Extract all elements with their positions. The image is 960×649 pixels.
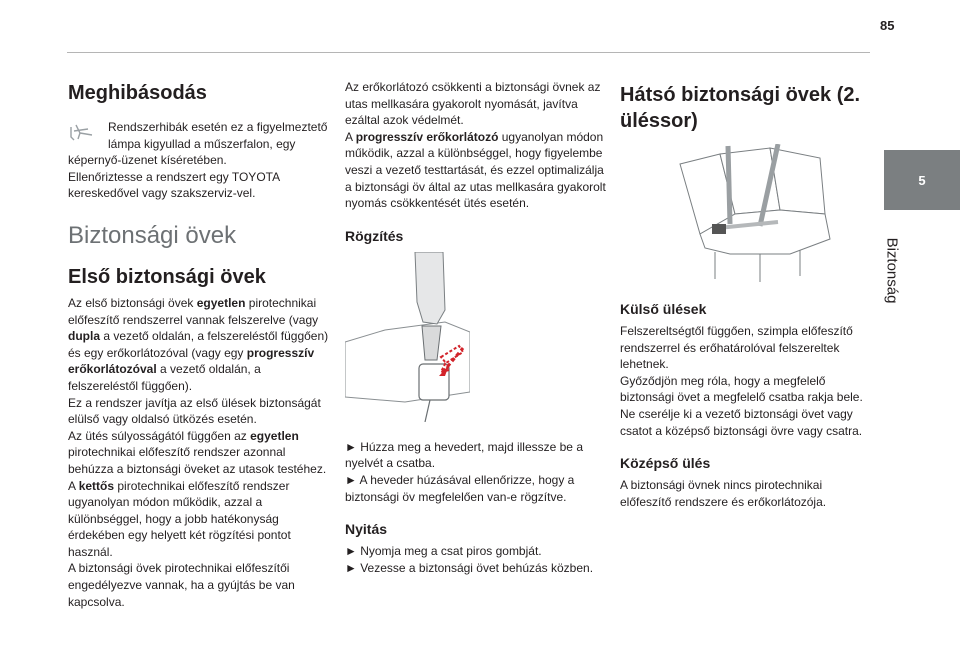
outer-seats-heading: Külső ülések [620, 301, 707, 317]
limiter-p1: Az erőkorlátozó csökkenti a biztonsági ö… [345, 80, 601, 128]
malfunction-heading: Meghibásodás [68, 82, 207, 104]
outer-seats-p2: Győződjön meg róla, hogy a megfelelő biz… [620, 373, 863, 405]
center-seat-heading: Középső ülés [620, 455, 711, 472]
fasten-step-2: ► A heveder húzásával ellenőrizze, hogy … [345, 472, 575, 504]
fasten-step-1: ► Húzza meg a hevedert, majd illessze be… [345, 439, 583, 471]
column-middle: Az erőkorlátozó csökkenti a biztonsági ö… [344, 79, 607, 576]
front-belts-p4: A kettős pirotechnikai előfeszítő rendsz… [68, 478, 291, 559]
buckle-illustration [344, 251, 471, 422]
fastening-heading: Rögzítés [345, 227, 404, 244]
opening-heading: Nyitás [345, 521, 388, 538]
warning-lamp-icon [70, 124, 93, 141]
front-belts-p3: Az ütés súlyosságától függően az egyetle… [68, 428, 327, 476]
section-heading: Biztonsági övek [68, 221, 237, 249]
front-belts-p1: Az első biztonsági övek egyetlen pirotec… [68, 295, 329, 393]
front-belts-heading: Első biztonsági övek [68, 265, 266, 288]
front-belts-p2: Ez a rendszer javítja az első ülések biz… [68, 395, 321, 427]
top-divider [67, 52, 870, 53]
limiter-p2: A progresszív erőkorlátozó ugyanolyan mó… [345, 129, 606, 211]
rear-seat-illustration [679, 143, 831, 282]
center-seat-p1: A biztonsági övnek nincs pirotechnikai e… [620, 478, 827, 509]
open-step-1: ► Nyomja meg a csat piros gombját. [345, 544, 542, 559]
warning-block: Rendszerhibák esetén ez a figyelmeztető … [68, 119, 330, 152]
column-left: Meghibásodás Rendszerhibák esetén ez a f… [68, 82, 330, 610]
chapter-title-text: Biztonság [883, 237, 901, 303]
outer-seats-p3: Ne cserélje ki a vezető biztonsági övet … [620, 406, 863, 438]
warning-text: Rendszerhibák esetén ez a figyelmeztető … [108, 120, 328, 151]
page-number: 85 [880, 18, 895, 33]
warning-text-2: képernyő-üzenet kíséretében. [68, 153, 227, 168]
front-belts-p5: A biztonsági övek pirotechnikai előfeszí… [68, 561, 295, 609]
rear-belts-heading: Hátsó biztonsági övek (2. üléssor) [620, 84, 861, 132]
chapter-title: Biztonság [868, 222, 916, 318]
column-right: Hátsó biztonsági övek (2. üléssor) Külső… [620, 82, 870, 510]
chapter-tab[interactable]: 5 [884, 150, 960, 210]
open-step-2: ► Vezesse a biztonsági övet behúzás közb… [345, 560, 594, 575]
outer-seats-p1: Felszereltségtől függően, szimpla előfes… [620, 324, 853, 372]
warning-text-3: Ellenőriztesse a rendszert egy TOYOTA ke… [68, 169, 280, 201]
